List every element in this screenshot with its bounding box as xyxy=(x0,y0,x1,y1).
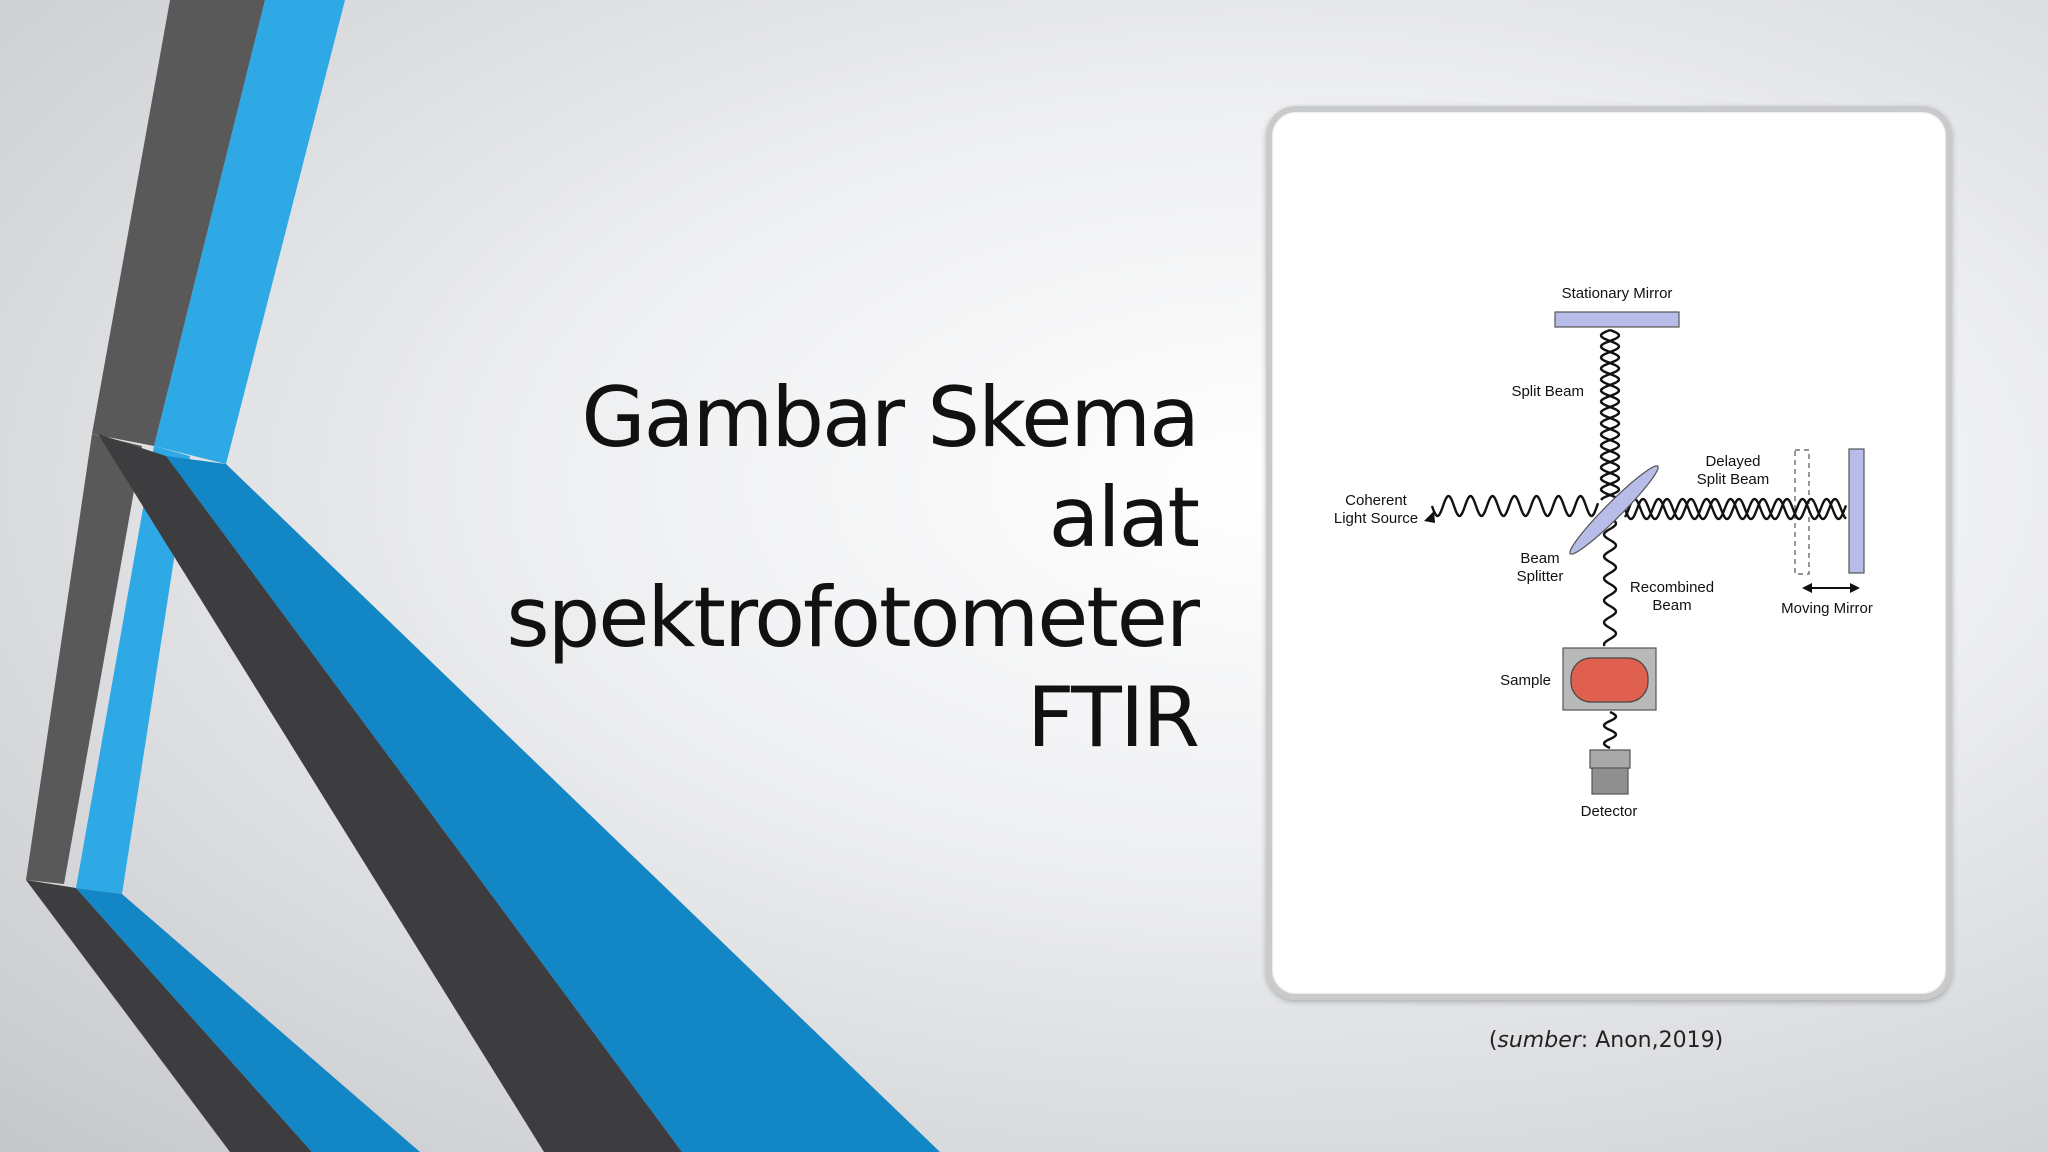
coherent-light-wave xyxy=(1430,494,1600,518)
moving-mirror-ghost xyxy=(1794,449,1810,575)
detector-cup xyxy=(1589,749,1631,771)
split-beam-wave-2 xyxy=(1599,328,1621,501)
arrow-head-right xyxy=(1850,583,1860,593)
label-split-beam: Split Beam xyxy=(1511,383,1584,400)
split-beam-wave-1 xyxy=(1599,328,1621,501)
slide-title: Gambar Skema alat spektrofotometer FTIR xyxy=(438,368,1200,768)
blue-band-bottom xyxy=(76,888,420,1152)
dark-band-main xyxy=(98,434,682,1152)
image-source-caption: (sumber: Anon,2019) xyxy=(1466,1028,1746,1053)
title-line-3: FTIR xyxy=(1026,669,1200,766)
label-moving-mirror: Moving Mirror xyxy=(1781,600,1873,617)
label-coherent-1: Coherent xyxy=(1345,492,1408,509)
dark-band-bottom xyxy=(26,880,312,1152)
label-coherent-2: Light Source xyxy=(1334,510,1418,527)
label-delayed-1: Delayed xyxy=(1705,453,1760,470)
detector-beam-wave xyxy=(1602,710,1618,750)
source-arrow-head xyxy=(1424,511,1435,523)
label-sample: Sample xyxy=(1500,672,1551,689)
detector-body xyxy=(1591,767,1629,795)
light-blue-stripe-lower xyxy=(76,446,190,894)
sample xyxy=(1570,657,1649,703)
blue-band-main xyxy=(166,456,940,1152)
label-delayed-2: Split Beam xyxy=(1697,471,1770,488)
caption-open: ( xyxy=(1488,1028,1498,1053)
label-stationary-mirror: Stationary Mirror xyxy=(1562,285,1673,302)
label-detector: Detector xyxy=(1581,803,1638,820)
title-line-1: Gambar Skema alat xyxy=(581,369,1200,566)
label-recombined-1: Recombined xyxy=(1630,579,1714,596)
caption-source-word: sumber xyxy=(1497,1028,1581,1053)
stationary-mirror xyxy=(1554,311,1680,328)
delayed-split-beam-wave-2 xyxy=(1623,497,1848,521)
moving-mirror xyxy=(1848,448,1865,574)
dark-stripe-left xyxy=(26,434,142,884)
label-beam-splitter-1: Beam xyxy=(1520,550,1559,567)
arrow-head-left xyxy=(1802,583,1812,593)
dark-stripe-upper xyxy=(92,0,265,446)
delayed-split-beam-wave-1 xyxy=(1623,497,1847,521)
title-line-2: spektrofotometer xyxy=(506,569,1200,666)
recombined-beam-wave xyxy=(1602,516,1618,647)
light-blue-stripe-upper xyxy=(154,0,345,464)
label-recombined-2: Beam xyxy=(1652,597,1691,614)
caption-rest: : Anon,2019) xyxy=(1580,1028,1724,1053)
beam-splitter xyxy=(1569,465,1659,555)
label-beam-splitter-2: Splitter xyxy=(1517,568,1564,585)
picture-frame xyxy=(1266,106,1952,1000)
